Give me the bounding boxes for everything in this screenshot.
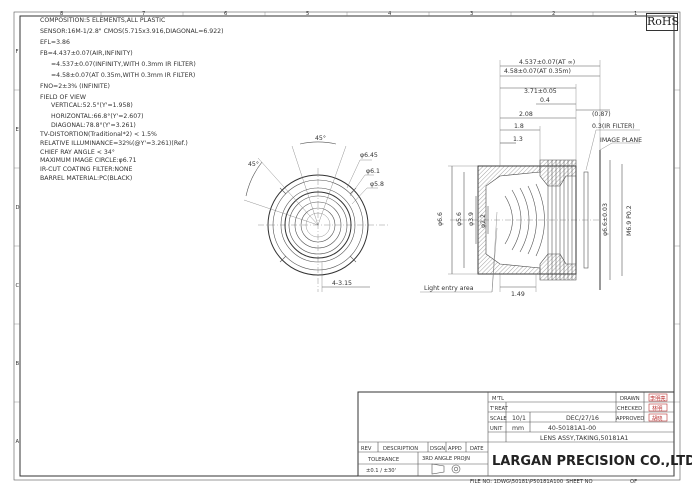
spec-line: RELATIVE ILLUMINANCE=32%(@Y'=3.261)(Ref.…: [40, 139, 188, 147]
spec-line: EFL=3.86: [40, 39, 70, 46]
side-phi-56: φ5.6: [456, 212, 463, 226]
tb-approved: APPROVED: [616, 416, 644, 422]
tb-checked: CHECKED: [617, 406, 642, 412]
spec-line: DIAGONAL:78.8°(Y'=3.261): [51, 121, 136, 129]
side-thread: M6.9 P0.2: [626, 205, 633, 236]
zone-row-f: F: [16, 49, 19, 55]
zone-col-1: 1: [634, 11, 637, 17]
tb-stamp-checked: 林明: [652, 404, 662, 412]
tb-scale-label: SCALE: [490, 416, 507, 422]
spec-line: =4.58±0.07(AT 0.35m,WITH 0.3mm IR FILTER…: [51, 72, 195, 79]
projection-symbol-icon: [431, 463, 461, 475]
front-angle-left: 45°: [248, 160, 259, 168]
side-image-plane: IMAGE PLANE: [600, 137, 642, 144]
side-phi-66: φ6.6: [437, 212, 444, 226]
front-dia-3: φ5.8: [370, 181, 384, 188]
side-phi-39: φ3.9: [468, 212, 475, 226]
spec-line: =4.537±0.07(INFINITY,WITH 0.3mm IR FILTE…: [51, 61, 196, 68]
side-dim-149: 1.49: [511, 291, 525, 298]
zone-col-4: 4: [388, 11, 392, 17]
tb-tolerance-value: ±0.1 / ±30': [366, 468, 396, 474]
spec-line: COMPOSITION:5 ELEMENTS,ALL PLASTIC: [40, 17, 165, 24]
zone-ticks: [14, 12, 680, 403]
front-dia-2: φ6.1: [366, 168, 380, 175]
spec-line: FIELD OF VIEW: [40, 94, 86, 101]
tb-stamp-approved: 胡晓: [652, 414, 662, 422]
zone-col-6: 6: [224, 11, 227, 17]
zone-row-d: D: [16, 205, 20, 211]
zone-row-b: B: [16, 361, 20, 367]
spec-line: FB=4.437±0.07(AIR,INFINITY): [40, 50, 133, 57]
front-angle-top: 45°: [315, 134, 326, 142]
tb-company: LARGAN PRECISION CO.,LTD.: [492, 454, 692, 469]
tb-rev: REV: [361, 446, 372, 452]
side-dim-371: 3.71±0.05: [524, 88, 557, 95]
tb-description: DESCRIPTION: [383, 446, 418, 452]
spec-line: SENSOR:16M-1/2.8" CMOS(5.715x3.916,DIAGO…: [40, 28, 224, 35]
side-ir-filter: 0.3(IR FILTER): [592, 123, 635, 130]
tb-unit-label: UNIT: [490, 426, 503, 432]
spec-line: BARREL MATERIAL:PC(BLACK): [40, 175, 132, 182]
tb-treat: T'REAT: [489, 406, 509, 412]
zone-labels: 8 7 6 5 4 3 2 1 F E D C B A: [16, 11, 638, 445]
tb-drawn: DRAWN: [620, 396, 640, 402]
tb-stamps: [648, 393, 668, 422]
tb-stamp-drawn: 李明亮: [650, 394, 666, 402]
front-slot-dim: 4-3.15: [332, 280, 352, 287]
side-light-entry: Light entry area: [424, 285, 474, 292]
zone-row-a: A: [16, 439, 20, 445]
tb-unit-value: mm: [512, 425, 524, 432]
side-dim-04: 0.4: [540, 97, 550, 104]
outer-frame: [13, 11, 681, 481]
tb-sheet-no: SHEET NO: [566, 479, 593, 485]
tb-mtl: M'TL: [492, 396, 504, 402]
side-dim-208: 2.08: [519, 111, 533, 118]
zone-col-7: 7: [142, 11, 145, 17]
side-phi-22: φ2.2: [480, 214, 487, 228]
spec-line: HORIZONTAL:66.8°(Y'=2.607): [51, 112, 144, 120]
zone-col-3: 3: [470, 11, 473, 17]
tb-part-name: LENS ASSY,TAKING,50181A1: [540, 435, 628, 442]
tb-date: DATE: [470, 446, 484, 452]
spec-line: CHIEF RAY ANGLE < 34°: [40, 148, 115, 156]
zone-row-c: C: [16, 283, 20, 289]
side-dim-13: 1.3: [513, 136, 523, 143]
spec-line: MAXIMUM IMAGE CIRCLE:φ6.71: [40, 157, 137, 164]
title-block-lines: [357, 391, 675, 477]
section-view: [420, 60, 640, 293]
zone-col-8: 8: [60, 11, 63, 17]
tb-appd: APPD: [448, 446, 462, 452]
side-dim-18: 1.8: [514, 123, 524, 130]
spec-line: VERTICAL:52.5°(Y'=1.958): [51, 101, 133, 109]
side-dim-087: (0.87): [592, 111, 611, 118]
spec-line: TV-DISTORTION(Traditional*2) < 1.5%: [39, 131, 157, 138]
tb-dsgn: DSGN: [430, 446, 445, 452]
zone-col-2: 2: [552, 11, 555, 17]
spec-line: IR-CUT COATING FILTER:NONE: [40, 166, 133, 173]
side-fb-035: 4.58±0.07(AT 0.35m): [504, 68, 571, 75]
tb-date-value: DEC/27/16: [566, 415, 599, 422]
front-dia-1: φ6.45: [360, 152, 378, 159]
spec-notes: COMPOSITION:5 ELEMENTS,ALL PLASTIC SENSO…: [39, 17, 224, 182]
tb-part-number: 40-50181A1-00: [548, 425, 596, 432]
tb-angle-proj: 3RD ANGLE PROJN: [422, 456, 470, 462]
tb-scale-value: 10/1: [512, 415, 526, 422]
zone-row-e: E: [16, 127, 19, 133]
tb-tolerance: TOLERANCE: [367, 457, 399, 463]
side-fb-infinity: 4.537±0.07(AT ∞): [519, 59, 575, 66]
side-phi-66-tol: φ6.6±0.03: [602, 203, 609, 236]
rohs-badge: RoHS: [646, 13, 679, 31]
tb-file-no: FILE NO: 1DWG\50181\P50181A100: [470, 479, 563, 485]
tb-sheet-of: OF: [630, 479, 637, 485]
spec-line: FNO=2±3% (INFINITE): [40, 83, 110, 90]
front-view: [243, 141, 388, 292]
zone-col-5: 5: [306, 11, 309, 17]
